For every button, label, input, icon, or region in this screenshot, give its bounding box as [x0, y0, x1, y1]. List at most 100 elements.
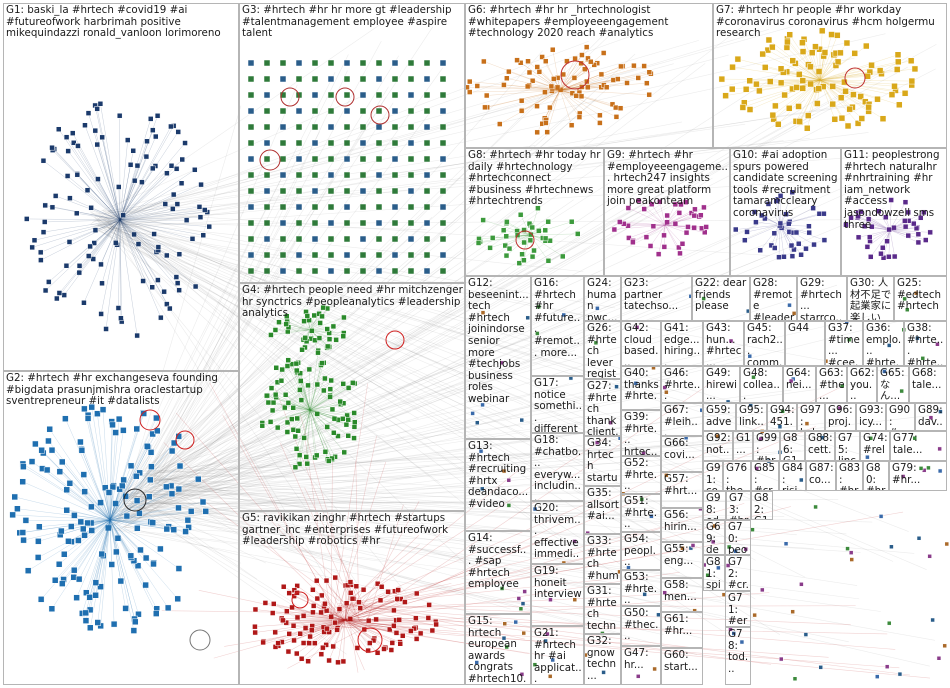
group-label: G84: risi...	[782, 463, 804, 491]
group-label: G95: link...	[739, 405, 765, 431]
group-g29: G29: #hrtech... starrco...	[797, 276, 847, 321]
node-glyph	[898, 672, 902, 676]
group-g21: G21: #hrtech hr #ai applicat...	[531, 626, 584, 685]
group-label: G30: 人材不足で起業家に楽しい	[850, 278, 892, 321]
group-g64: G64: nei...	[783, 366, 816, 403]
group-label: G2: #hrtech #hr exchangeseva founding #b…	[6, 373, 237, 408]
group-g91: G91: con...	[703, 461, 723, 491]
group-g47: G47: hr...	[621, 646, 661, 685]
group-g53: G53: #hrte...	[621, 570, 661, 606]
group-label: G27: #hrtech thank client...	[587, 381, 619, 436]
group-g38: G38: #hrte... #hrte...	[904, 321, 947, 366]
node-glyph	[850, 558, 854, 562]
group-g17: G17: notice somethi... different learn..…	[531, 376, 584, 433]
group-g87: G87: co...	[806, 461, 836, 491]
group-label: G71: #er...	[728, 593, 749, 627]
group-g43: G43: hun... #hrtec...	[703, 321, 744, 366]
node-glyph	[784, 542, 788, 546]
group-g82: G82: G1...	[751, 491, 773, 520]
group-label: G23: partner tatechso...	[624, 278, 690, 313]
group-label: G67: #leih...	[664, 405, 701, 436]
group-g24: G24: human pwc...	[584, 276, 621, 321]
group-g28: G28: #remote #leader...	[750, 276, 797, 321]
group-g67: G67: #leih...	[661, 403, 703, 436]
group-g60: G60: start...	[661, 648, 703, 685]
group-g22: G22: dear friends please	[692, 276, 750, 321]
group-g58: G58: men...	[661, 578, 703, 612]
group-label: G68: tale...	[912, 368, 945, 391]
group-label: G49: hirewi...	[706, 368, 738, 403]
group-label: G21: #hrtech hr #ai applicat...	[534, 628, 582, 685]
node-glyph	[753, 613, 757, 617]
group-label: G4: #hrtech people need #hr mitchzenger …	[242, 285, 463, 320]
group-label: G58: men...	[664, 580, 701, 603]
group-g61: G61: #hr...	[661, 612, 703, 648]
group-g75: G75: linc...	[835, 431, 860, 461]
group-label: G26: #hrtech lever regist...	[587, 323, 619, 379]
group-label: G9: #hrtech #hr #employeeengageme... hrt…	[607, 150, 728, 208]
group-label: G83: #hr...	[839, 463, 861, 491]
group-label: G87: co...	[809, 463, 834, 486]
group-label: G34: hrtech startu...	[587, 438, 619, 486]
group-label: G1: baski_la #hrtech #covid19 #ai #futur…	[6, 5, 237, 40]
group-label: G42: cloud based...	[624, 323, 659, 366]
group-g76: G76: the...	[723, 461, 751, 491]
group-label: G57: #hrt...	[664, 474, 701, 497]
group-g26: G26: #hrtech lever regist...	[584, 321, 621, 379]
group-g57: G57: #hrt...	[661, 472, 703, 508]
group-g44: G44	[785, 321, 825, 366]
group-g100: G1...	[733, 431, 753, 461]
group-g84: G84: risi...	[779, 461, 806, 491]
group-g96: G96: proj...	[825, 403, 856, 431]
group-label: G64: nei...	[786, 368, 814, 391]
group-g46: G46: #hrte... hrtec...	[661, 366, 703, 403]
group-label: G66: covi...	[664, 438, 701, 461]
node-glyph	[885, 665, 889, 669]
group-g73: G73: #hrt...	[726, 491, 751, 520]
group-label: G20: thrivem... effective immedi...	[534, 503, 582, 564]
group-g13: G13: #hrtech #recruiting #hrtx deandaco.…	[465, 439, 531, 531]
group-g23: G23: partner tatechso...	[621, 276, 692, 321]
group-label: G55: eng...	[664, 544, 701, 567]
group-g92: G92: not...	[703, 431, 733, 461]
group-label: G89: dav...	[918, 405, 945, 431]
node-glyph	[917, 536, 921, 540]
group-g69: G69: dec...	[703, 520, 725, 555]
node-glyph	[875, 675, 879, 679]
node-glyph	[750, 528, 754, 532]
node-glyph	[943, 644, 947, 648]
group-label: G50: #thec...	[624, 608, 659, 643]
node-glyph	[945, 542, 949, 546]
node-glyph	[793, 677, 797, 681]
group-g31: G31: #hrtech techn...	[584, 584, 621, 634]
node-glyph	[887, 621, 891, 625]
group-g62: G62: you...	[847, 366, 877, 403]
group-label: G25: #edtech #hrtech	[897, 278, 945, 313]
group-g70: G70: peo...	[725, 520, 751, 555]
group-g85: G85: #cr...	[751, 461, 779, 491]
group-g39: G39: #hrte... hrtec...	[621, 410, 661, 456]
group-g49: G49: hirewi...	[703, 366, 740, 403]
group-g42: G42: cloud based...	[621, 321, 661, 366]
group-g2: G2: #hrtech #hr exchangeseva founding #b…	[3, 371, 239, 685]
group-label: G39: #hrte... hrtec...	[624, 412, 659, 456]
node-glyph	[846, 547, 850, 551]
group-g40: G40: thanks #hrte...	[621, 366, 661, 410]
group-label: G97: kak...	[800, 405, 823, 431]
group-g25: G25: #edtech #hrtech	[894, 276, 947, 321]
group-label: G22: dear friends please	[695, 278, 748, 313]
group-g27: G27: #hrtech thank client...	[584, 379, 621, 436]
node-glyph	[799, 582, 803, 586]
group-g95: G95: link...	[736, 403, 767, 431]
node-glyph	[849, 551, 853, 555]
group-g90: G90: #co...	[886, 403, 915, 431]
group-label: G51: #hrte...	[624, 496, 659, 531]
group-label: G74: #rel...	[863, 433, 888, 461]
group-label: G82: G1...	[754, 493, 771, 520]
group-label: G45: rach2... comm...	[747, 323, 783, 366]
group-g51: G51: #hrte...	[621, 494, 661, 532]
group-label: G94: 451...	[770, 405, 795, 431]
group-label: G90: #co...	[889, 405, 913, 431]
group-g41: G41: edge... hiring...	[661, 321, 703, 366]
group-g55: G55: eng...	[661, 542, 703, 578]
